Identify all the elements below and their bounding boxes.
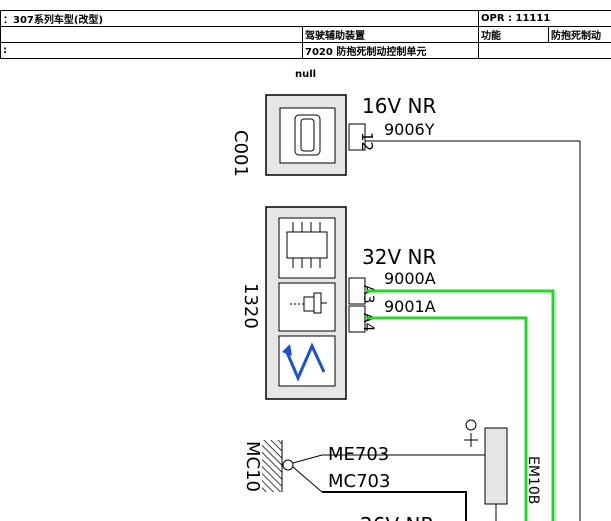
em10b-connector xyxy=(484,427,508,505)
c001-code: C001 xyxy=(230,130,251,177)
wire-mc703-line xyxy=(322,491,467,521)
ecu-pin-b: A4 xyxy=(360,313,376,332)
wire-me703: ME703 xyxy=(328,444,389,465)
ecu-wire-b: 9001A xyxy=(384,297,436,316)
signal-arrow-icon xyxy=(282,344,292,356)
header-row-3: : 7020 防抱死制动控制单元 xyxy=(0,42,611,59)
ground-hatch xyxy=(262,440,282,492)
ground-mc10: MC10 ME703 MC703 EM10B 26V NR xyxy=(242,419,541,521)
wire-mc703: MC703 xyxy=(328,471,390,492)
null-label: null xyxy=(294,69,317,80)
ecu-wire-label: 32V NR xyxy=(362,245,436,269)
ecu-valve-cell xyxy=(278,282,336,332)
c001-pin: 12 xyxy=(358,132,376,151)
ecu-code: 1320 xyxy=(240,283,261,329)
ground-lead-b xyxy=(292,466,323,493)
ecu-1320: 1320 A3 A4 32V NR 9000A 9001A xyxy=(240,206,555,521)
component-cell: 7020 防抱死制动控制单元 xyxy=(301,42,480,59)
green-wire-a xyxy=(365,289,555,521)
ecu-pin-a: A3 xyxy=(360,285,376,303)
ground-lead-a xyxy=(292,454,323,464)
solenoid-valve-icon xyxy=(290,292,327,314)
bottom-wire-label: 26V NR xyxy=(360,513,434,521)
diagnostic-port-icon xyxy=(294,114,321,156)
chip-icon xyxy=(286,231,328,259)
mc10-code: MC10 xyxy=(242,441,263,492)
diagnostic-port-inner-icon xyxy=(300,118,315,152)
header-table: ：307系列车型(改型) OPR : 11111 驾驶辅助装置 功能 防抱死制动… xyxy=(0,10,611,59)
c001-pin-box xyxy=(348,123,366,151)
signal-zigzag-icon xyxy=(284,342,326,382)
ecu-wire-a: 9000A xyxy=(384,269,436,288)
chip-pins-icon xyxy=(292,222,321,268)
em10b-label: EM10B xyxy=(525,456,541,504)
connector-c001: C001 12 16V NR 9006Y xyxy=(230,94,581,521)
fuse-circle-icon xyxy=(465,419,477,431)
c001-wire: 9006Y xyxy=(384,120,435,139)
ground-node xyxy=(282,459,294,471)
c001-wire-label: 16V NR xyxy=(362,94,436,118)
green-wire-b xyxy=(365,316,528,521)
